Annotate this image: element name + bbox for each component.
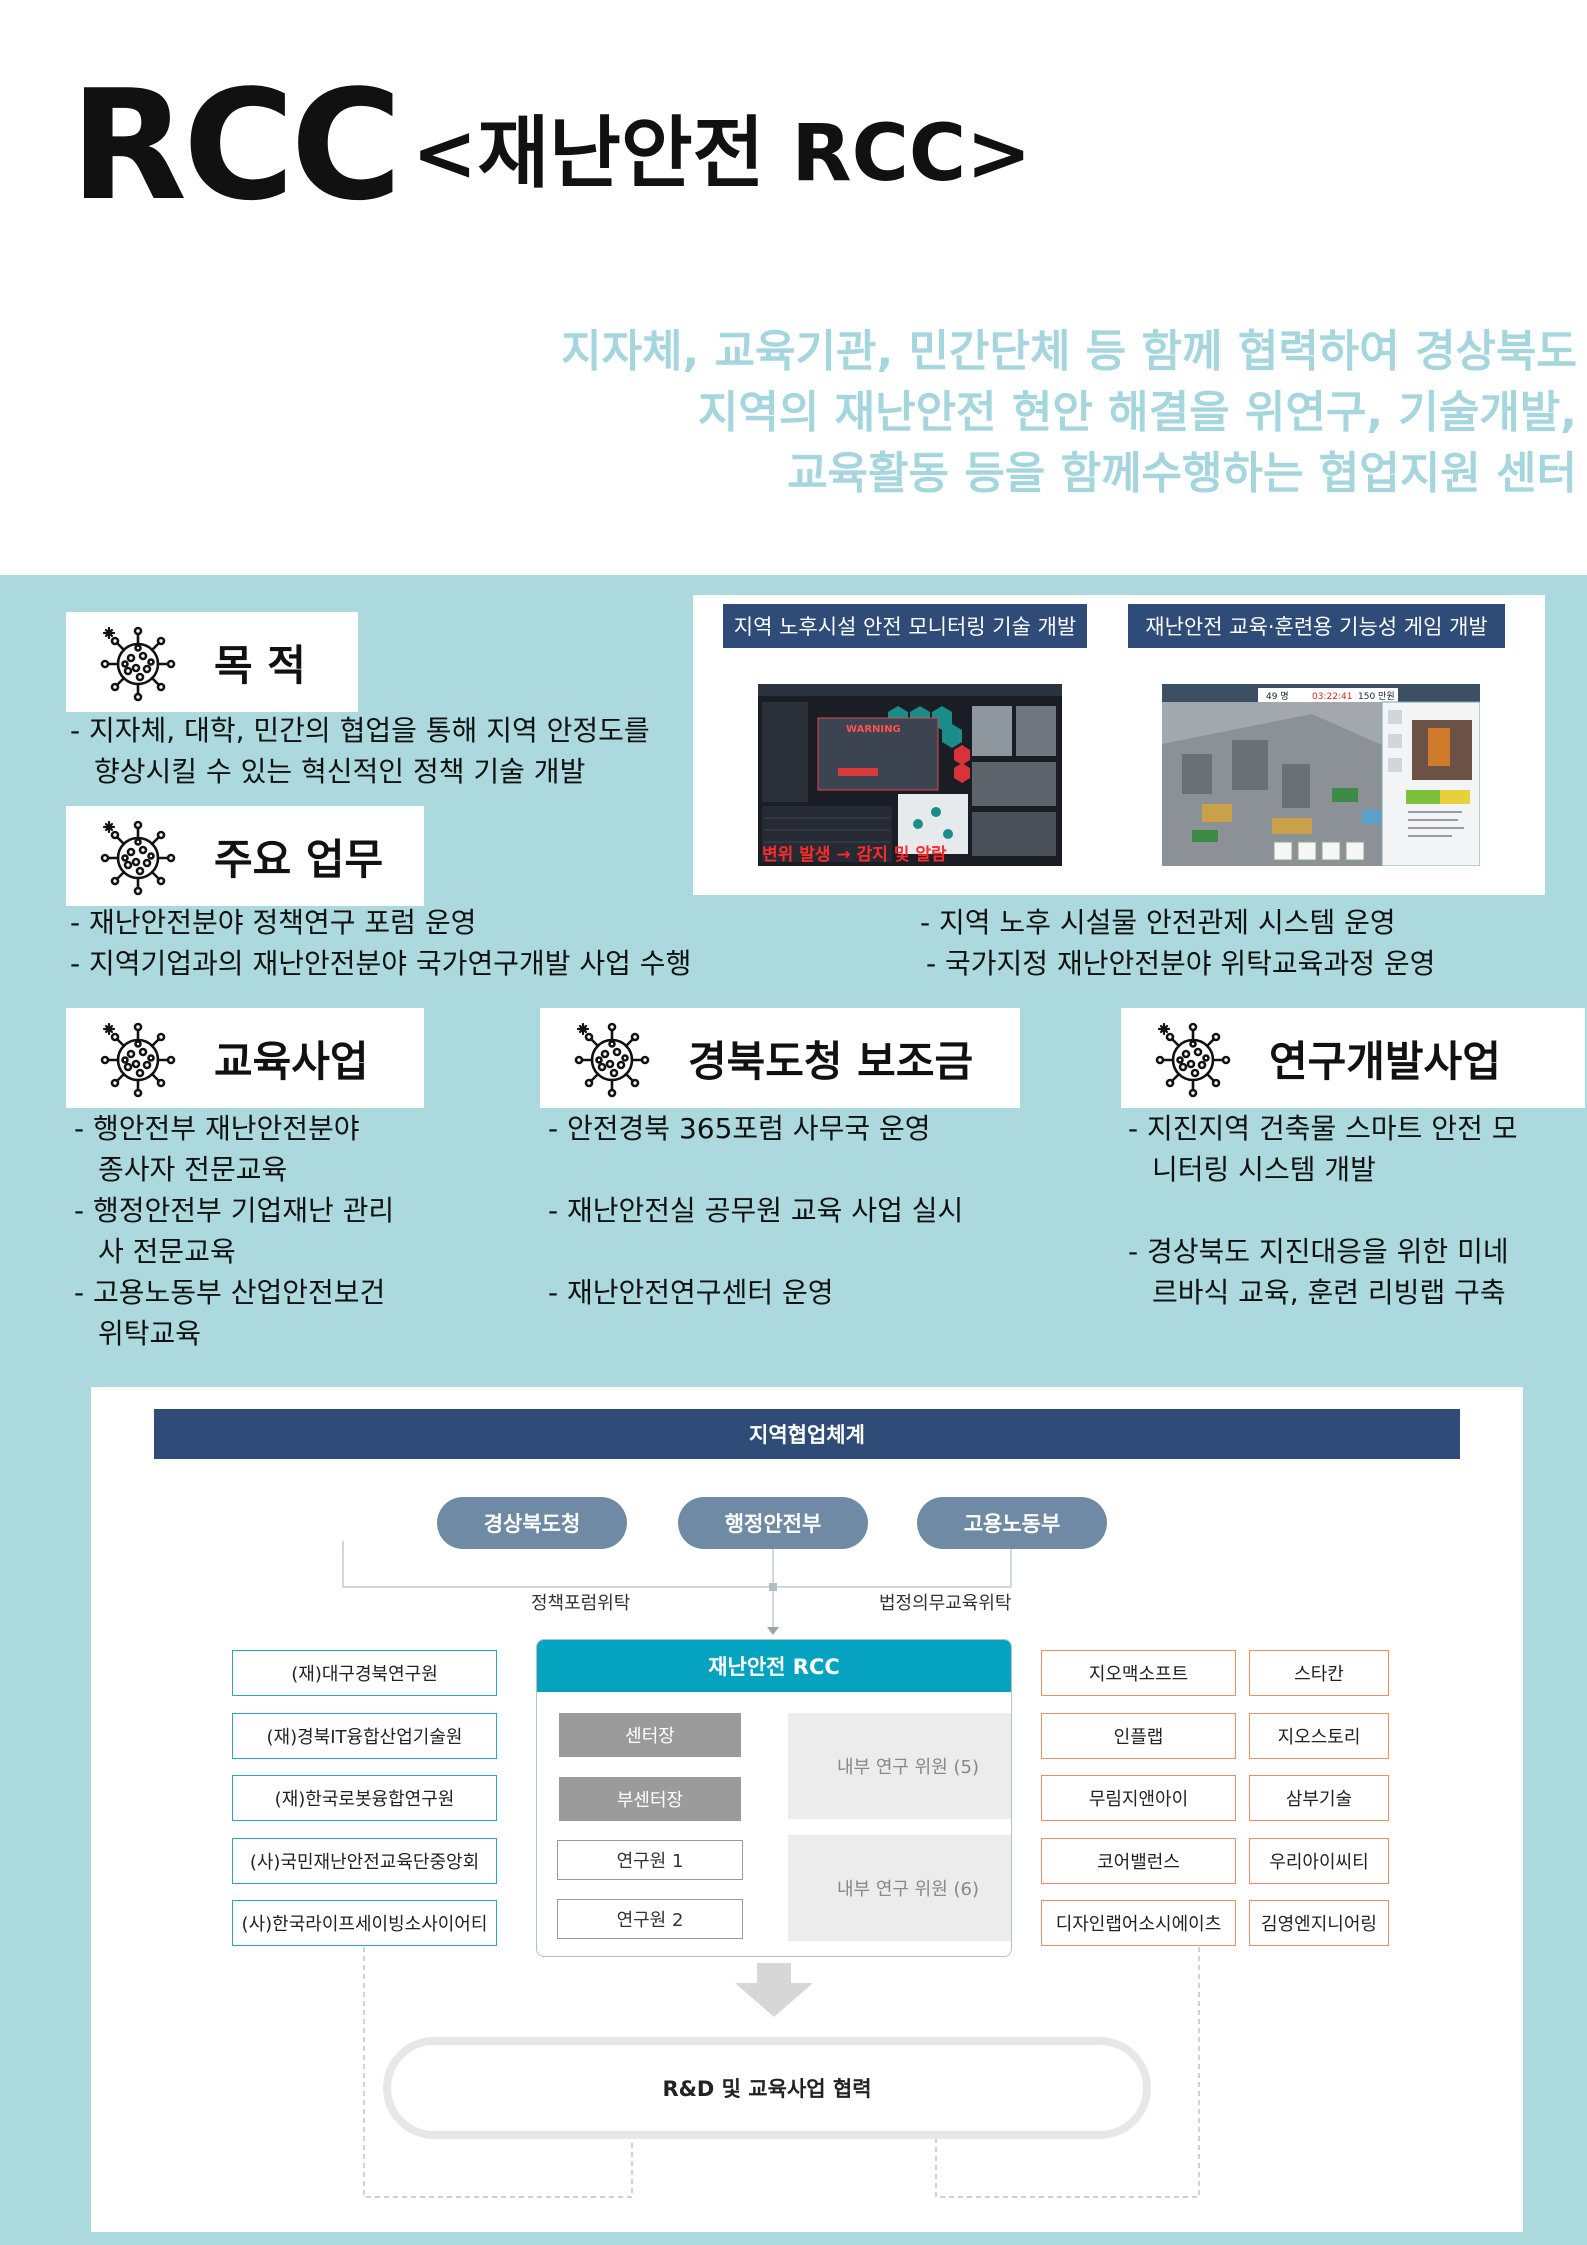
purpose-heading-box: 목 적 — [66, 612, 358, 712]
diagram-banner: 지역협업체계 — [154, 1409, 1460, 1459]
screenshot-label-2: 재난안전 교육·훈련용 기능성 게임 개발 — [1128, 604, 1505, 648]
intro-line-2: 지역의 재난안전 현안 해결을 위연구, 기술개발, — [697, 387, 1577, 438]
rnd-line: 르바식 교육, 훈련 리빙랩 구축 — [1152, 1276, 1506, 1309]
rnd-heading-box: 연구개발사업 — [1121, 1008, 1585, 1108]
main-work-item: - 지역기업과의 재난안전분야 국가연구개발 사업 수행 — [70, 947, 692, 980]
purpose-heading: 목 적 — [214, 640, 306, 690]
left-org-box: (재)경북IT융합산업기술원 — [232, 1713, 497, 1759]
rcc-box: 재난안전 RCC 센터장 부센터장 연구원 1 연구원 2 내부 연구 위원 (… — [536, 1639, 1012, 1957]
education-line: 위탁교육 — [98, 1317, 202, 1350]
link-label-left: 정책포럼위탁 — [531, 1593, 631, 1614]
education-line: 사 전문교육 — [98, 1235, 236, 1268]
main-work-item: - 지역 노후 시설물 안전관제 시스템 운영 — [920, 906, 1396, 939]
screenshot-caption: 변위 발생 → 감지 및 알람 — [762, 844, 947, 865]
subsidy-heading-box: 경북도청 보조금 — [540, 1008, 1020, 1108]
intro-line-3: 교육활동 등을 함께수행하는 협업지원 센터 — [787, 448, 1577, 499]
education-line: - 행정안전부 기업재난 관리 — [74, 1194, 395, 1227]
main-work-item: - 국가지정 재난안전분야 위탁교육과정 운영 — [926, 947, 1436, 980]
right-org-box: 김영엔지니어링 — [1249, 1900, 1389, 1946]
education-heading: 교육사업 — [214, 1036, 369, 1086]
main-work-heading-box: 주요 업무 — [66, 806, 424, 906]
main-work-item: - 재난안전분야 정책연구 포럼 운영 — [70, 906, 477, 939]
purpose-line-1: - 지자체, 대학, 민간의 협업을 통해 지역 안정도를 — [70, 714, 650, 747]
screenshot-label-1: 지역 노후시설 안전 모니터링 기술 개발 — [723, 604, 1087, 648]
subsidy-line: - 재난안전연구센터 운영 — [548, 1276, 834, 1309]
external-members-box: 내부 연구 위원 (6) — [788, 1835, 1011, 1941]
warning-text: WARNING — [846, 724, 901, 735]
education-line: - 고용노동부 산업안전보건 — [74, 1276, 386, 1309]
left-org-box: (사)한국라이프세이빙소사이어티 — [232, 1900, 497, 1946]
right-org-box: 코어밸런스 — [1041, 1838, 1236, 1884]
game-budget: 150 만원 — [1358, 691, 1395, 702]
right-org-box: 지오맥소프트 — [1041, 1650, 1236, 1696]
virus-icon — [100, 820, 176, 896]
role-vice-director: 부센터장 — [559, 1777, 741, 1821]
right-org-box: 무림지앤아이 — [1041, 1775, 1236, 1821]
purpose-line-2: 향상시킬 수 있는 혁신적인 정책 기술 개발 — [94, 755, 586, 788]
rnd-text: - 지진지역 건축물 스마트 안전 모 니터링 시스템 개발 - 경상북도 지진… — [1128, 1108, 1518, 1313]
rnd-heading: 연구개발사업 — [1269, 1036, 1501, 1086]
virus-icon — [100, 626, 176, 702]
org-pill-gyeongbuk: 경상북도청 — [437, 1497, 627, 1549]
subsidy-line: - 안전경북 365포럼 사무국 운영 — [548, 1112, 931, 1145]
main-work-right: - 지역 노후 시설물 안전관제 시스템 운영 - 국가지정 재난안전분야 위탁… — [920, 902, 1435, 984]
link-label-right: 법정의무교육위탁 — [879, 1593, 1012, 1614]
right-org-box: 인플랩 — [1041, 1713, 1236, 1759]
org-pill-moel: 고용노동부 — [917, 1497, 1107, 1549]
game-count: 49 명 — [1266, 691, 1289, 702]
purpose-text: - 지자체, 대학, 민간의 협업을 통해 지역 안정도를 향상시킬 수 있는 … — [70, 710, 650, 792]
role-researcher-1: 연구원 1 — [557, 1840, 743, 1880]
virus-icon — [1155, 1022, 1231, 1098]
subsidy-heading: 경북도청 보조금 — [688, 1036, 974, 1086]
rnd-line: - 경상북도 지진대응을 위한 미네 — [1128, 1235, 1509, 1268]
monitoring-screenshot: WARNING 변위 발생 → 감지 및 알람 — [758, 684, 1062, 866]
left-org-box: (재)대구경북연구원 — [232, 1650, 497, 1696]
virus-icon — [100, 1022, 176, 1098]
rcc-title: 재난안전 RCC — [537, 1640, 1011, 1692]
role-director: 센터장 — [559, 1713, 741, 1757]
collaboration-diagram: 지역협업체계 경상북도청 행정안전부 고용노동부 정책포럼위탁 법정의무교육위탁… — [91, 1387, 1523, 2232]
internal-members-box: 내부 연구 위원 (5) — [788, 1713, 1011, 1819]
right-org-box: 우리아이씨티 — [1249, 1838, 1389, 1884]
education-text: - 행안전부 재난안전분야 종사자 전문교육 - 행정안전부 기업재난 관리 사… — [74, 1108, 394, 1354]
org-pill-mois: 행정안전부 — [678, 1497, 868, 1549]
training-game-screenshot: 49 명 03:22:41 150 만원 — [1162, 684, 1480, 866]
page-title: RCC — [70, 57, 402, 234]
collaboration-pill: R&D 및 교육사업 협력 — [383, 2037, 1151, 2139]
main-work-left: - 재난안전분야 정책연구 포럼 운영 - 지역기업과의 재난안전분야 국가연구… — [70, 902, 691, 984]
education-line: - 행안전부 재난안전분야 — [74, 1112, 360, 1145]
role-researcher-2: 연구원 2 — [557, 1899, 743, 1939]
right-org-box: 지오스토리 — [1249, 1713, 1389, 1759]
education-line: 종사자 전문교육 — [98, 1153, 288, 1186]
intro-line-1: 지자체, 교육기관, 민간단체 등 함께 협력하여 경상북도 — [561, 326, 1577, 377]
virus-icon — [574, 1022, 650, 1098]
left-org-box: (재)한국로봇융합연구원 — [232, 1775, 497, 1821]
left-org-box: (사)국민재난안전교육단중앙회 — [232, 1838, 497, 1884]
page-subtitle: <재난안전 RCC> — [412, 109, 1032, 199]
right-org-box: 디자인랩어소시에이츠 — [1041, 1900, 1236, 1946]
subsidy-line: - 재난안전실 공무원 교육 사업 실시 — [548, 1194, 964, 1227]
game-timer: 03:22:41 — [1312, 692, 1352, 702]
education-heading-box: 교육사업 — [66, 1008, 424, 1108]
right-org-box: 스타칸 — [1249, 1650, 1389, 1696]
right-org-box: 삼부기술 — [1249, 1775, 1389, 1821]
subsidy-text: - 안전경북 365포럼 사무국 운영 - 재난안전실 공무원 교육 사업 실시… — [548, 1108, 963, 1313]
main-work-heading: 주요 업무 — [214, 834, 384, 884]
rnd-line: - 지진지역 건축물 스마트 안전 모 — [1128, 1112, 1518, 1145]
rnd-line: 니터링 시스템 개발 — [1152, 1153, 1376, 1186]
